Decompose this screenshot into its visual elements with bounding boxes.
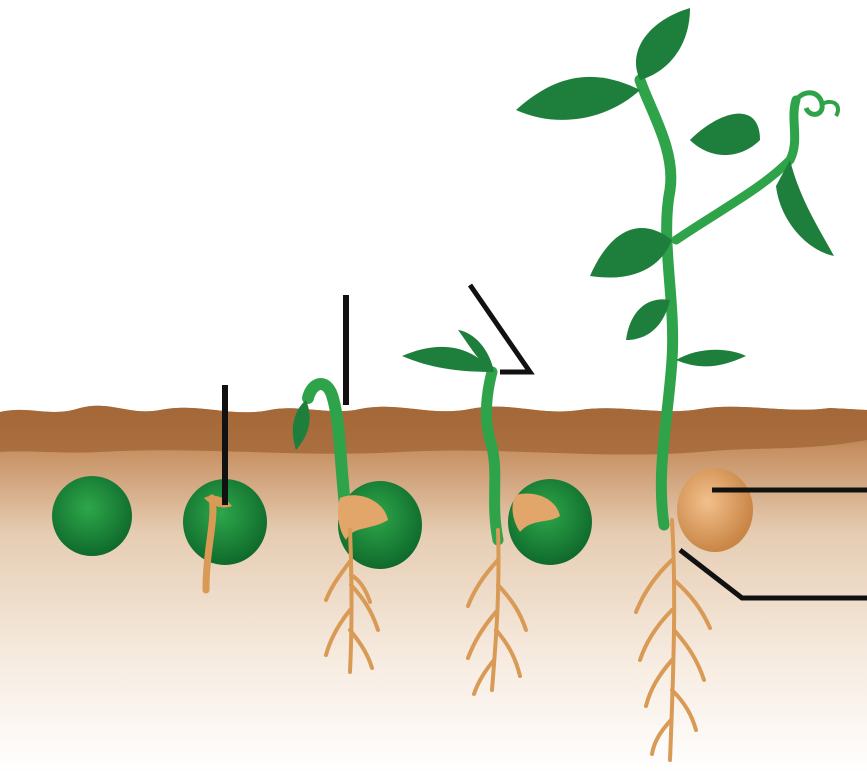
tendril-5 [796, 93, 822, 115]
leaf-5d [776, 160, 834, 256]
leaf-5e [590, 228, 672, 278]
cotyledon-5 [677, 468, 753, 552]
leaf-5f [626, 299, 670, 340]
stage-seed [52, 476, 132, 556]
leaf-5a [516, 77, 640, 120]
leaf-5b [636, 8, 690, 80]
leaf-5g [676, 350, 746, 367]
seed-1 [52, 476, 132, 556]
soil-layer [0, 406, 867, 773]
leaf-5c [690, 114, 760, 155]
soil-surface-band [0, 406, 867, 455]
